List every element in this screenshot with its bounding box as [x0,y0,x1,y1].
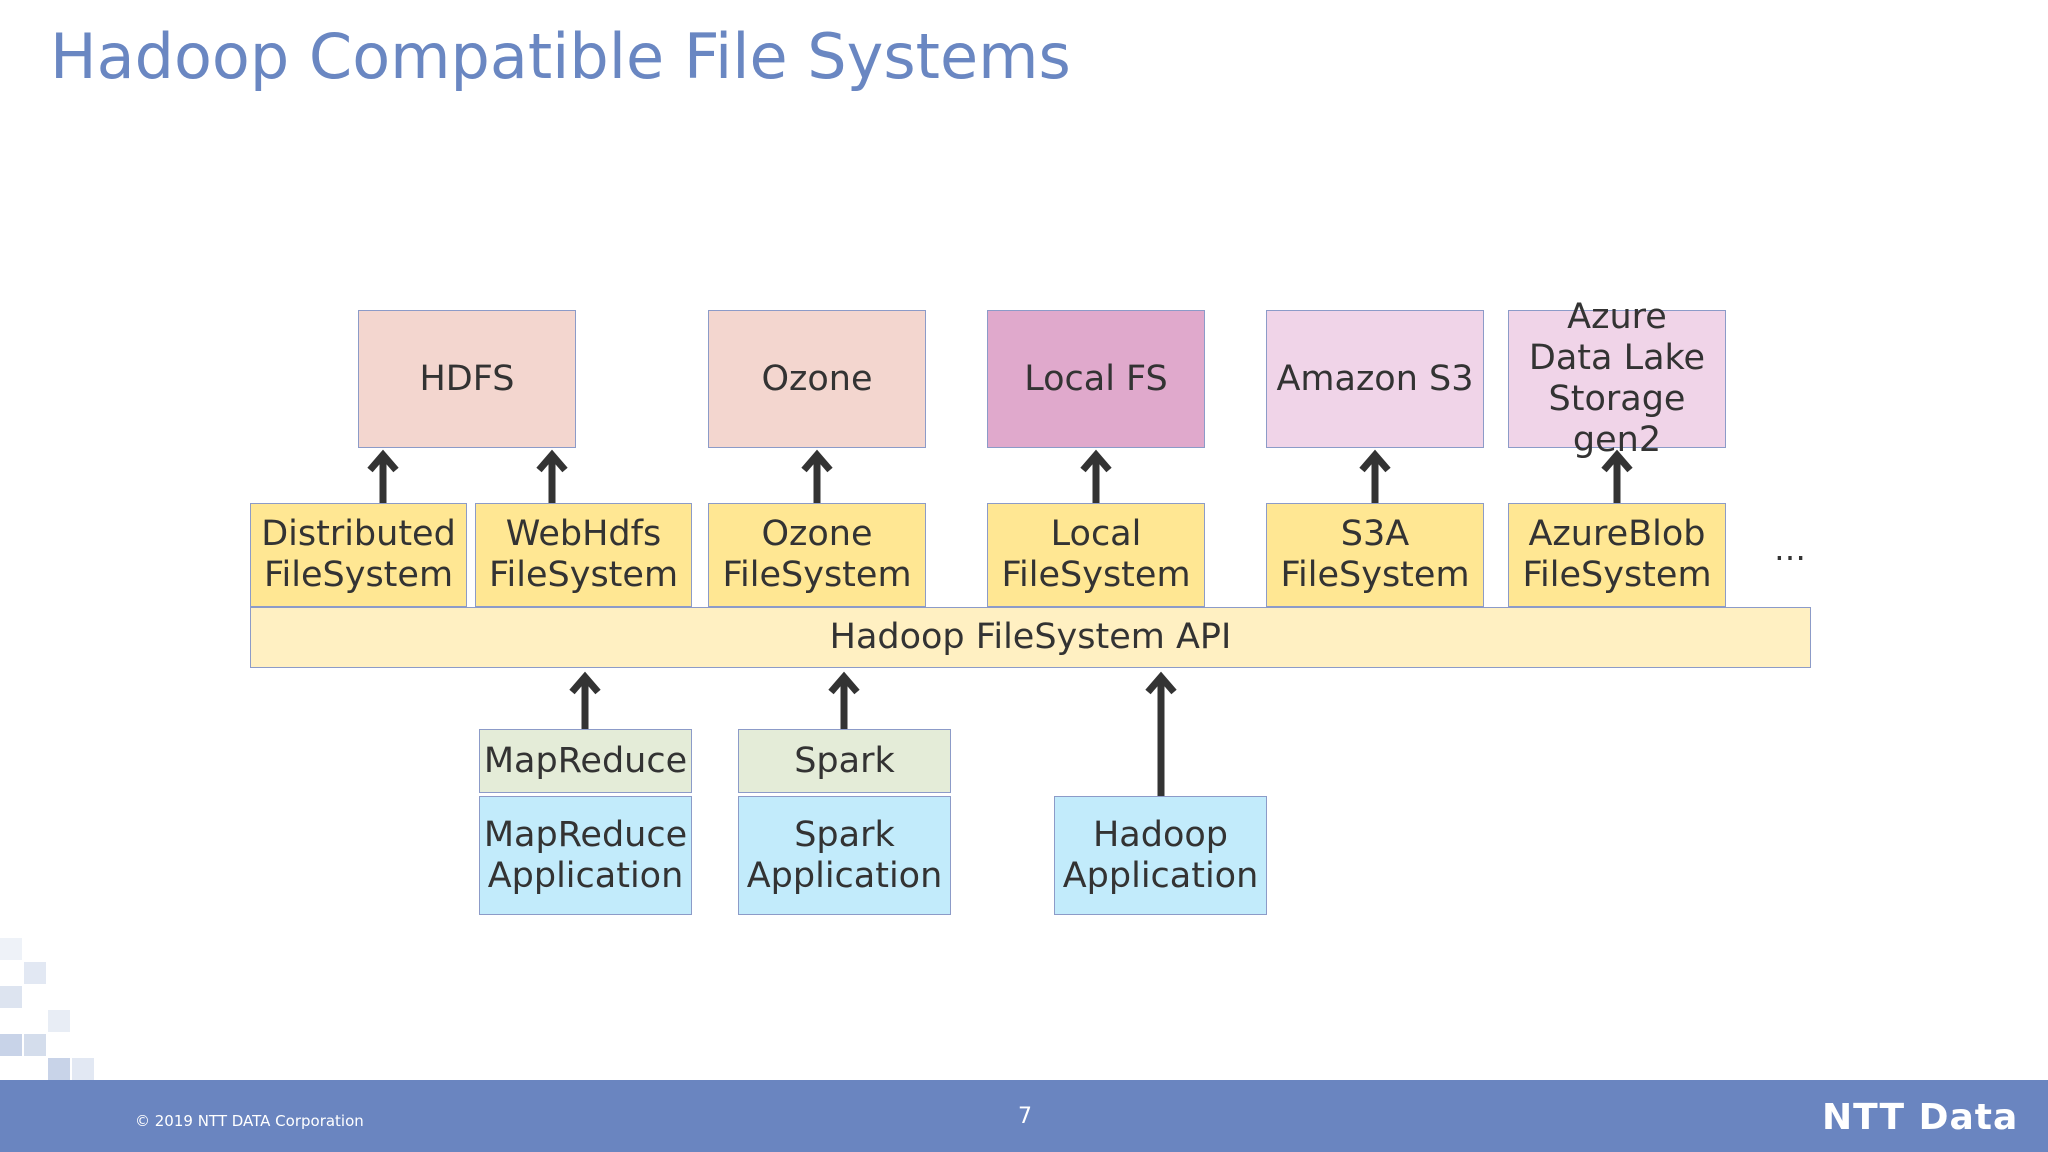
copyright-text: © 2019 NTT DATA Corporation [135,1112,364,1130]
s3a-filesystem-box: S3A FileSystem [1266,503,1484,607]
amazon-s3-box: Amazon S3 [1266,310,1484,448]
arrow-ozonefs-to-ozone [801,449,833,503]
ozone-box: Ozone [708,310,926,448]
ntt-data-logo: NTT Data [1822,1097,2019,1138]
footer-bar [0,1080,2048,1152]
hadoop-application-box: Hadoop Application [1054,796,1267,915]
page-title: Hadoop Compatible File Systems [50,20,1071,93]
local-fs-box: Local FS [987,310,1205,448]
local-filesystem-box: Local FileSystem [987,503,1205,607]
arrow-hadoop-app-to-api [1145,671,1177,796]
mapreduce-box: MapReduce [479,729,692,793]
hdfs-box: HDFS [358,310,576,448]
webhdfs-filesystem-box: WebHdfs FileSystem [475,503,692,607]
mapreduce-application-box: MapReduce Application [479,796,692,915]
more-ellipsis: … [1774,530,1806,568]
arrow-localfs-to-local [1080,449,1112,503]
arrow-s3a-to-s3 [1359,449,1391,503]
ozone-filesystem-box: Ozone FileSystem [708,503,926,607]
arrow-mapreduce-to-api [569,671,601,729]
arrow-azureblob-to-azure [1601,449,1633,503]
distributed-filesystem-box: Distributed FileSystem [250,503,467,607]
arrows-layer [367,449,1633,796]
hadoop-filesystem-api-bar: Hadoop FileSystem API [250,607,1811,668]
arrow-distributed-to-hdfs [367,449,399,503]
spark-application-box: Spark Application [738,796,951,915]
azureblob-filesystem-box: AzureBlob FileSystem [1508,503,1726,607]
arrow-webhdfs-to-hdfs [536,449,568,503]
page-number: 7 [1018,1104,1032,1129]
arrow-spark-to-api [828,671,860,729]
spark-box: Spark [738,729,951,793]
